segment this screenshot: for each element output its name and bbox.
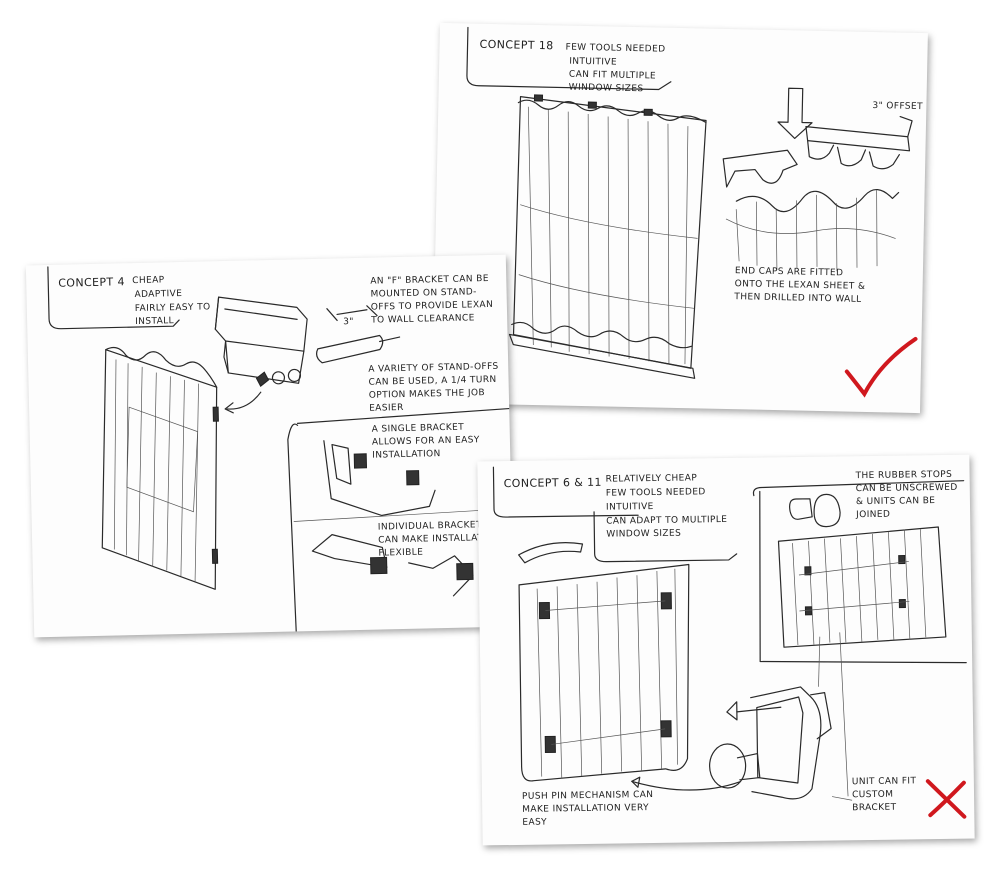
unit-note: Unit can fit custom bracket — [851, 776, 917, 814]
concept-18-arrow-note: Few tools needed — [565, 42, 666, 55]
concept-18-bullet-1: Intuitive — [569, 56, 618, 68]
sheet-concept-18: Concept 18 Few tools needed Intuitive Ca… — [432, 22, 928, 414]
concept-18-sketch — [466, 26, 913, 379]
concept-4-arrow-note: Cheap — [132, 275, 165, 287]
concept-18-bullet-2: Can fit multiple window sizes — [568, 69, 657, 95]
concept-6-11-sketch — [492, 466, 967, 801]
offset-label: 3" offset — [872, 101, 923, 113]
concept-6-11-arrow-note: Relatively cheap — [605, 473, 698, 485]
concept-4-bullet-1: Adaptive — [134, 288, 183, 301]
concept-6-11-bullet-2: Intuitive — [605, 501, 654, 513]
concept-4-sketch — [47, 266, 512, 633]
check-mark-icon — [844, 336, 918, 398]
concept-18-title: Concept 18 — [479, 37, 554, 53]
concept-6-11-title: Concept 6 & 11 — [503, 475, 602, 491]
concept-4-note-2: A variety of stand-offs can be used, a 1… — [368, 361, 499, 414]
x-mark-icon — [925, 779, 967, 819]
concept-6-11-bullet-3: Can adapt to multiple window sizes — [606, 514, 728, 540]
concept-6-11-bullet-1: Few tools needed — [605, 487, 706, 499]
rubber-stops-note: The rubber stops can be unscrewed & unit… — [855, 469, 958, 521]
end-caps-note: End caps are fitted onto the lexan sheet… — [734, 266, 866, 305]
concept-4-note-1: An "F" bracket can be mounted on stand-o… — [370, 273, 494, 326]
sheet-concept-4: Concept 4 Cheap Adaptive Fairly easy to … — [25, 254, 515, 638]
sheet-concept-6-11: Concept 6 & 11 Relatively cheap Few tool… — [477, 454, 975, 846]
dimension-label: 3" — [343, 317, 354, 328]
concept-4-title: Concept 4 — [58, 275, 126, 290]
pushpin-note: Push pin mechanism can make installation… — [521, 790, 654, 828]
concept-4-bullet-2: Fairly easy to install — [134, 302, 211, 328]
concept-4-note-3: A single bracket allows for an easy inst… — [371, 422, 480, 461]
